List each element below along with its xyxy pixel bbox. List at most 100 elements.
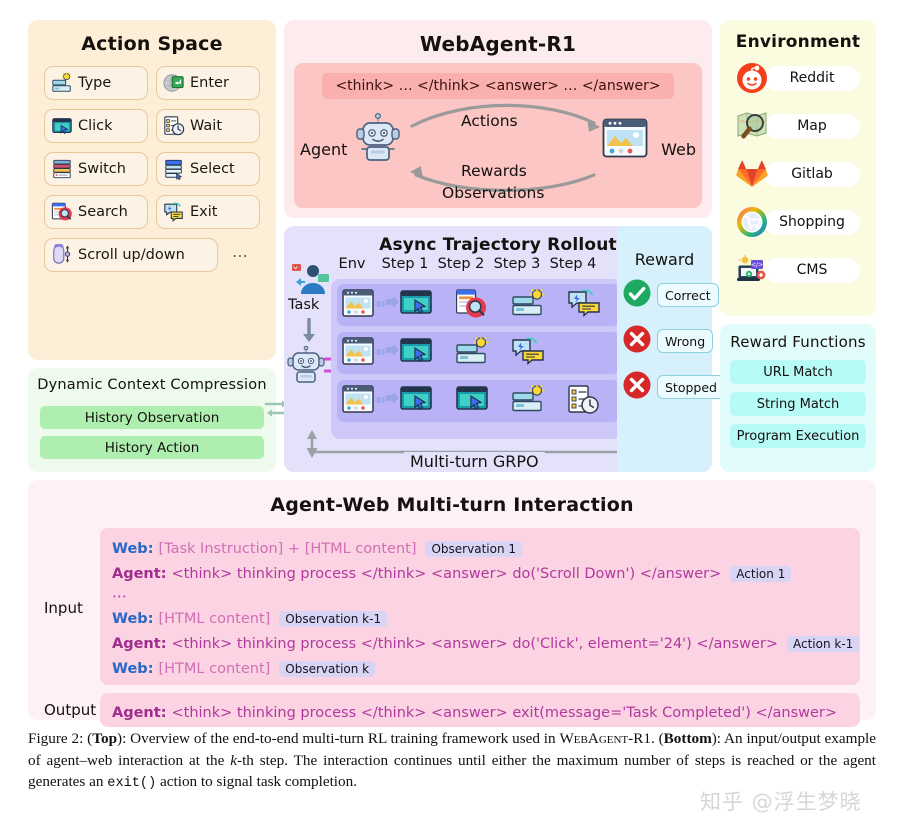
click-icon [456, 385, 488, 417]
observation-badge: Observation 1 [425, 540, 523, 557]
env-label: Reddit [764, 65, 860, 91]
env-label: Map [764, 113, 860, 139]
reward-column: Reward Correct [617, 226, 725, 472]
actions-label: Actions [461, 112, 518, 130]
action-chip-type[interactable]: Type [44, 66, 148, 100]
figure-body: Action Space Type [28, 20, 876, 727]
action-chip-scroll[interactable]: Scroll up/down [44, 238, 218, 272]
col-header-step1: Step 1 [381, 256, 429, 272]
env-item-shopping[interactable]: Shopping [730, 206, 870, 238]
click-icon [51, 115, 73, 137]
reward-function-program-execution: Program Execution [730, 424, 866, 448]
type-icon [51, 72, 73, 94]
trajectory-row [337, 380, 619, 422]
action-chip-label: Search [78, 204, 128, 220]
click-icon [400, 337, 432, 369]
speaker-label: Agent: [112, 565, 167, 582]
speaker-label: Agent: [112, 704, 167, 721]
webagent-title: WebAgent-R1 [419, 32, 577, 56]
rollout-robot-icon [286, 345, 326, 390]
env-item-map[interactable]: Map [730, 110, 870, 142]
chat-text: <think> thinking process </think> <answe… [171, 565, 722, 582]
reward-functions-panel: Reward Functions URL Match String Match … [720, 324, 876, 472]
agent-web-interaction-panel: Agent-Web Multi-turn Interaction Input O… [28, 480, 876, 727]
action-chip-label: Switch [78, 161, 126, 177]
chat-line: Agent: <think> thinking process </think>… [112, 561, 848, 586]
chat-line: Agent: <think> thinking process </think>… [112, 631, 860, 656]
exit-chat-icon [512, 337, 544, 369]
action-chip-select[interactable]: Select [156, 152, 260, 186]
input-label: Input [44, 599, 83, 617]
chat-line: Agent: <think> thinking process </think>… [112, 700, 848, 725]
caption-prefix: Figure 2: ( [28, 730, 93, 747]
observations-label: Observations [442, 184, 545, 202]
env-item-reddit[interactable]: Reddit [730, 62, 870, 94]
chat-ellipsis: ⋯ [112, 587, 129, 605]
action-chip-wait[interactable]: Wait [156, 109, 260, 143]
action-chip-enter[interactable]: Enter [156, 66, 260, 100]
output-label: Output [44, 701, 97, 719]
env-item-cms[interactable]: </> CMS [730, 254, 870, 286]
row-arrow-icon [377, 296, 399, 310]
caption-part4: -th step. The interaction continues unti… [28, 751, 876, 791]
history-observation-bar: History Observation [40, 406, 264, 429]
gitlab-icon [736, 158, 768, 190]
stopped-cross-icon [622, 370, 652, 404]
environment-title: Environment [735, 32, 861, 52]
web-label: Web [661, 140, 696, 159]
task-down-arrow-icon [303, 318, 315, 342]
caption-smallcaps: WebAgent-R1 [559, 730, 651, 747]
task-person-icon [290, 262, 330, 302]
click-icon [400, 289, 432, 321]
map-magnifier-icon [736, 110, 768, 142]
web-browser-icon [602, 118, 648, 162]
env-label: Shopping [764, 209, 860, 235]
interaction-title: Agent-Web Multi-turn Interaction [270, 494, 634, 516]
action-chip-label: Scroll up/down [78, 247, 185, 263]
reward-function-url-match: URL Match [730, 360, 866, 384]
row-arrow-icon [377, 344, 399, 358]
rewards-label: Rewards [461, 162, 527, 180]
webagent-inner: <think> … </think> <answer> … </answer> … [294, 63, 702, 208]
cms-icon: </> [736, 254, 768, 286]
trajectory-row [337, 332, 619, 374]
multi-turn-grpo-label: Multi-turn GRPO [404, 452, 545, 471]
action-chip-label: Exit [190, 204, 218, 220]
exit-chat-icon [568, 289, 600, 321]
reward-function-string-match: String Match [730, 392, 866, 416]
action-chip-click[interactable]: Click [44, 109, 148, 143]
correct-check-icon [622, 278, 652, 312]
wait-clock-icon [568, 385, 600, 417]
reddit-icon [736, 62, 768, 94]
env-item-gitlab[interactable]: Gitlab [730, 158, 870, 190]
caption-part3: ): An input/output example of agent–web … [28, 730, 876, 769]
env-browser-icon [342, 337, 374, 369]
search-icon [51, 201, 73, 223]
reward-title: Reward [634, 250, 695, 269]
action-space-panel: Action Space Type [28, 20, 276, 360]
think-answer-tag: <think> … </think> <answer> … </answer> [322, 73, 674, 99]
exit-chat-icon [163, 201, 185, 223]
action-badge: Action 1 [730, 565, 792, 582]
chat-line: Web: [HTML content] Observation k-1 [112, 606, 848, 631]
svg-text:</>: </> [751, 262, 763, 269]
caption-part1: ): Overview of the end-to-end multi-turn… [117, 730, 560, 747]
figure-caption: Figure 2: (Top): Overview of the end-to-… [28, 728, 876, 793]
action-chip-search[interactable]: Search [44, 195, 148, 229]
action-chip-switch[interactable]: Switch [44, 152, 148, 186]
chat-line: Web: [Task Instruction] + [HTML content]… [112, 536, 848, 561]
speaker-label: Web: [112, 660, 154, 677]
dcc-title: Dynamic Context Compression [37, 377, 267, 393]
action-space-title: Action Space [81, 33, 223, 55]
action-space-grid: Type Enter [44, 66, 260, 272]
shopping-cart-icon [736, 206, 768, 238]
enter-icon [163, 72, 185, 94]
row-arrow-icon [377, 392, 399, 406]
action-chip-label: Click [78, 118, 113, 134]
reward-item-stopped: Stopped [622, 370, 725, 404]
mouse-scroll-icon [51, 243, 73, 266]
speaker-label: Agent: [112, 635, 167, 652]
action-chip-exit[interactable]: Exit [156, 195, 260, 229]
chat-line: Web: [HTML content] Observation k [112, 656, 848, 681]
